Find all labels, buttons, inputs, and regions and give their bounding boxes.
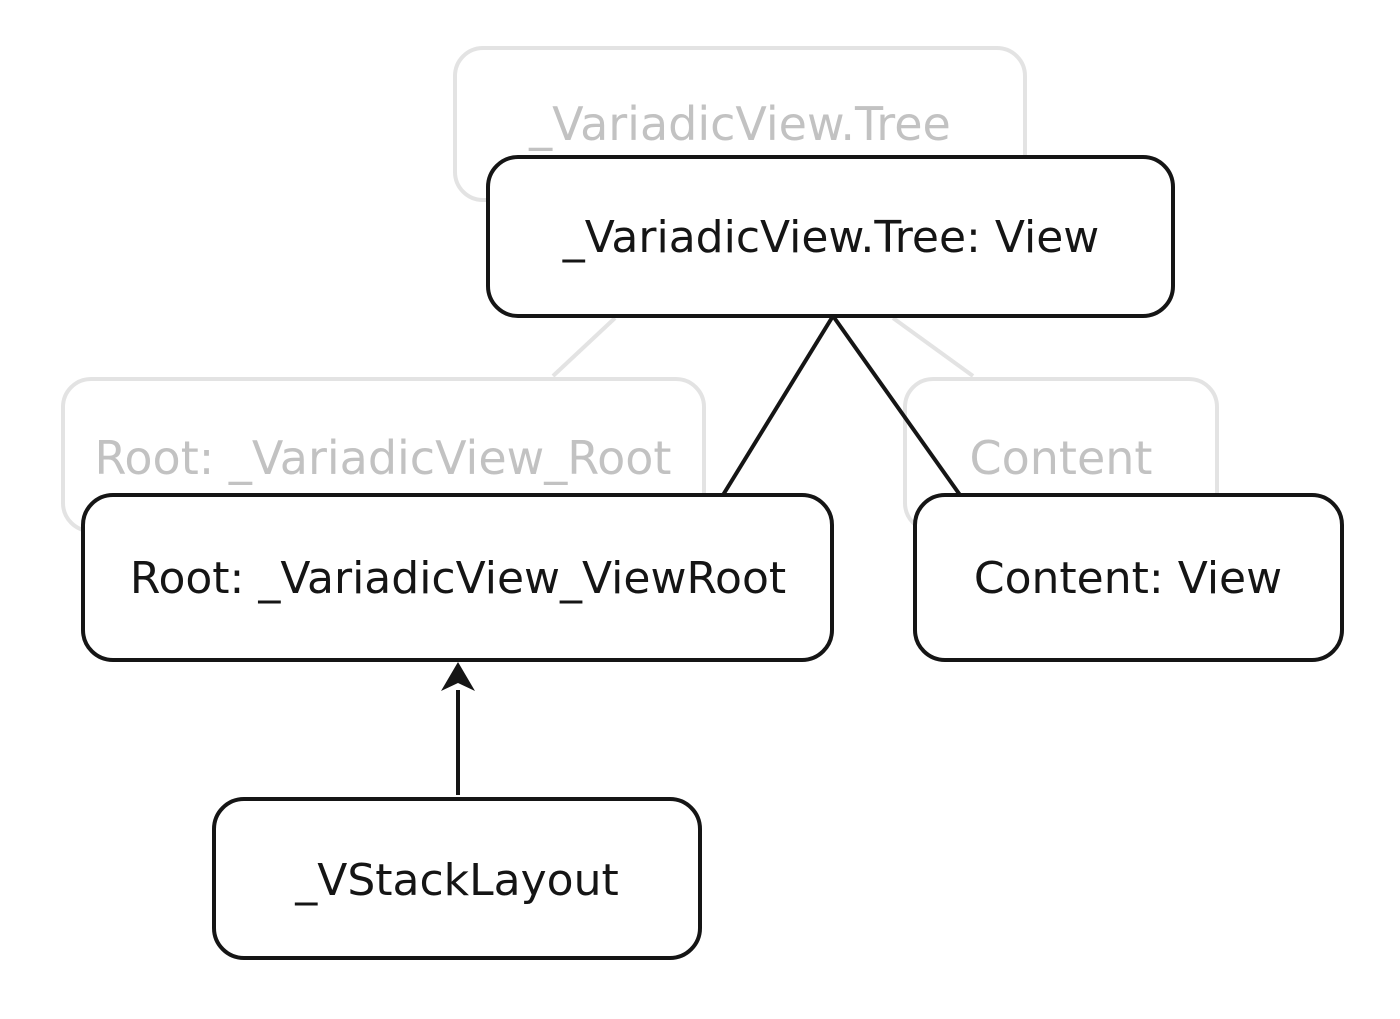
ghost-node-tree-label: _VariadicView.Tree [528, 97, 951, 151]
ghost-node-root-label: Root: _VariadicView_Root [95, 431, 672, 485]
edge-tree-content [831, 314, 962, 497]
node-tree[interactable]: _VariadicView.Tree: View [486, 155, 1175, 318]
arrow-head-up [441, 662, 475, 691]
node-content[interactable]: Content: View [913, 493, 1344, 662]
node-root-label: Root: _VariadicView_ViewRoot [130, 553, 786, 604]
node-layout-label: _VStackLayout [294, 855, 619, 906]
ghost-edge-tree-content [891, 316, 975, 378]
node-root[interactable]: Root: _VariadicView_ViewRoot [81, 493, 834, 662]
node-layout[interactable]: _VStackLayout [212, 797, 702, 960]
ghost-edge-tree-root [551, 316, 617, 378]
edge-tree-root [721, 314, 835, 497]
node-tree-label: _VariadicView.Tree: View [562, 212, 1100, 263]
node-content-label: Content: View [974, 553, 1282, 604]
ghost-node-content-label: Content [970, 431, 1153, 485]
